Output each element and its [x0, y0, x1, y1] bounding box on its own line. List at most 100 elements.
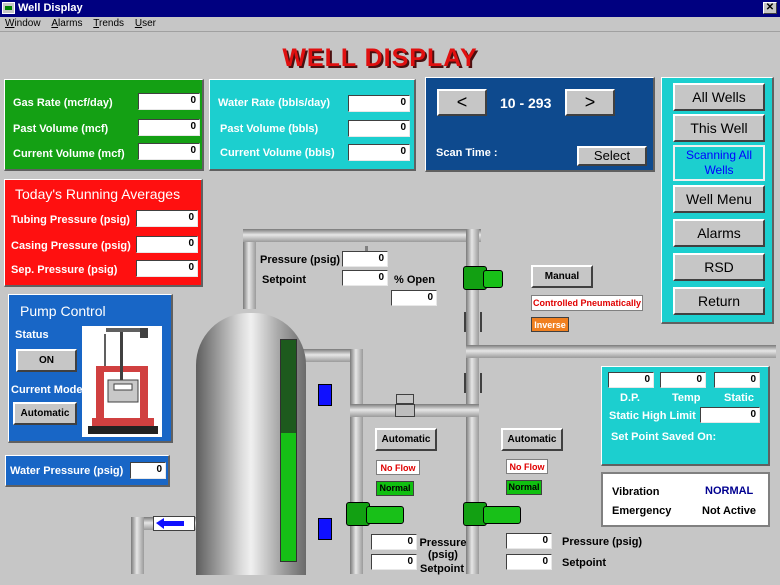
temp-field: 0: [660, 372, 706, 388]
valve-actuator-icon: [483, 270, 503, 288]
left-valve-state: Normal: [376, 481, 414, 496]
casing-pressure-field: 0: [136, 236, 198, 253]
left-automatic-button[interactable]: Automatic: [375, 428, 437, 451]
window-titlebar: Well Display ✕: [0, 0, 780, 17]
scan-time-label: Scan Time :: [436, 147, 498, 159]
close-button[interactable]: ✕: [763, 2, 777, 14]
well-menu-button[interactable]: Well Menu: [673, 185, 765, 213]
sep-pressure-field: 0: [136, 260, 198, 277]
pipe-segment: [350, 349, 363, 574]
top-pressure-field: 0: [342, 251, 388, 267]
well-navigation-panel: < 10 - 293 > Scan Time : Select: [425, 77, 655, 172]
right-pressure-label: Pressure (psig): [562, 536, 643, 548]
menu-window[interactable]: Window: [5, 18, 41, 29]
static-high-limit-field[interactable]: 0: [700, 407, 760, 423]
pipe-segment: [303, 349, 363, 362]
tubing-pressure-label: Tubing Pressure (psig): [11, 214, 130, 226]
return-button[interactable]: Return: [673, 287, 765, 315]
right-flow-status: No Flow: [506, 459, 548, 474]
vibration-label: Vibration: [612, 486, 660, 498]
running-averages-panel: Today's Running Averages Tubing Pressure…: [4, 179, 203, 287]
water-pressure-field: 0: [130, 462, 166, 479]
controlled-pneumatically-status: Controlled Pneumatically: [531, 295, 643, 311]
right-valve-state: Normal: [506, 480, 542, 495]
pump-status-label: Status: [15, 329, 49, 341]
tank-level-switch: [318, 384, 332, 406]
left-setpoint-label: Setpoint: [420, 563, 464, 575]
pumpjack-icon: [88, 328, 158, 434]
pump-mode-button[interactable]: Automatic: [13, 402, 77, 425]
flange-icon: [464, 373, 482, 393]
tank-level-fill: [281, 432, 296, 561]
menu-trends[interactable]: Trends: [93, 18, 125, 29]
pipe-segment: [243, 229, 256, 309]
side-menu-panel: All Wells This Well Scanning All Wells W…: [661, 77, 774, 324]
right-setpoint-field[interactable]: 0: [506, 554, 552, 570]
current-mode-label: Current Mode: [11, 384, 83, 396]
water-rate-label: Water Rate (bbls/day): [218, 97, 331, 109]
prev-well-button[interactable]: <: [437, 89, 487, 116]
dp-field: 0: [608, 372, 654, 388]
water-pressure-label: Water Pressure (psig): [10, 465, 124, 477]
dp-label: D.P.: [620, 392, 640, 404]
pipe-segment: [466, 345, 776, 358]
vibration-value: NORMAL: [705, 485, 754, 497]
meter-panel: 0 0 0 D.P. Temp Static Static High Limit…: [601, 366, 770, 466]
static-high-limit-label: Static High Limit: [609, 410, 696, 422]
pipe-segment: [131, 517, 144, 574]
left-pressure-field: 0: [371, 534, 417, 550]
tubing-pressure-field: 0: [136, 210, 198, 227]
gas-rate-label: Gas Rate (mcf/day): [13, 97, 113, 109]
select-button[interactable]: Select: [577, 146, 647, 166]
gas-current-volume-label: Current Volume (mcf): [13, 148, 125, 160]
next-well-button[interactable]: >: [565, 89, 615, 116]
well-range-label: 10 - 293: [500, 95, 552, 111]
top-setpoint-field[interactable]: 0: [342, 270, 388, 286]
water-current-volume-field: 0: [348, 144, 410, 161]
outlet-arrow-box: [153, 516, 195, 531]
tank-level-switch: [318, 518, 332, 540]
gas-panel: Gas Rate (mcf/day) 0 Past Volume (mcf) 0…: [4, 79, 204, 171]
app-icon: [2, 2, 15, 14]
all-wells-button[interactable]: All Wells: [673, 83, 765, 111]
sep-pressure-label: Sep. Pressure (psig): [11, 264, 118, 276]
pipe-segment: [243, 229, 481, 242]
pump-control-title: Pump Control: [20, 303, 106, 319]
top-setpoint-label: Setpoint: [262, 274, 306, 286]
running-averages-title: Today's Running Averages: [15, 186, 181, 202]
percent-open-label: % Open: [394, 274, 435, 286]
flange-icon: [464, 312, 482, 332]
emergency-label: Emergency: [612, 505, 672, 517]
flow-meter-icon: [395, 404, 415, 417]
pump-on-button[interactable]: ON: [16, 349, 77, 372]
manual-button[interactable]: Manual: [531, 265, 593, 288]
left-pressure-label: Pressure (psig): [419, 537, 467, 561]
scanning-all-wells-indicator: Scanning All Wells: [673, 145, 765, 181]
water-pressure-panel: Water Pressure (psig) 0: [5, 455, 170, 487]
this-well-button[interactable]: This Well: [673, 114, 765, 142]
valve-actuator-icon: [483, 506, 521, 524]
rsd-button[interactable]: RSD: [673, 253, 765, 281]
water-past-volume-label: Past Volume (bbls): [220, 123, 319, 135]
inverse-badge: Inverse: [531, 317, 569, 332]
close-icon: ✕: [765, 2, 775, 13]
water-panel: Water Rate (bbls/day) 0 Past Volume (bbl…: [209, 79, 416, 171]
menu-user[interactable]: User: [134, 18, 156, 29]
static-label: Static: [724, 392, 754, 404]
right-automatic-button[interactable]: Automatic: [501, 428, 563, 451]
pumpjack-illustration: [82, 326, 162, 437]
water-rate-field: 0: [348, 95, 410, 112]
static-field: 0: [714, 372, 760, 388]
alarms-button[interactable]: Alarms: [673, 219, 765, 247]
set-point-saved-label: Set Point Saved On:: [611, 431, 717, 443]
alarm-status-panel: Vibration NORMAL Emergency Not Active: [601, 472, 770, 527]
valve-actuator-icon: [366, 506, 404, 524]
percent-open-field: 0: [391, 290, 437, 306]
gas-past-volume-label: Past Volume (mcf): [13, 123, 109, 135]
left-setpoint-field[interactable]: 0: [371, 554, 417, 570]
water-past-volume-field: 0: [348, 120, 410, 137]
tank-level-gauge: [280, 339, 297, 562]
left-flow-status: No Flow: [376, 460, 420, 475]
menu-alarms[interactable]: Alarms: [51, 18, 83, 29]
page-title: WELL DISPLAY: [282, 44, 478, 72]
